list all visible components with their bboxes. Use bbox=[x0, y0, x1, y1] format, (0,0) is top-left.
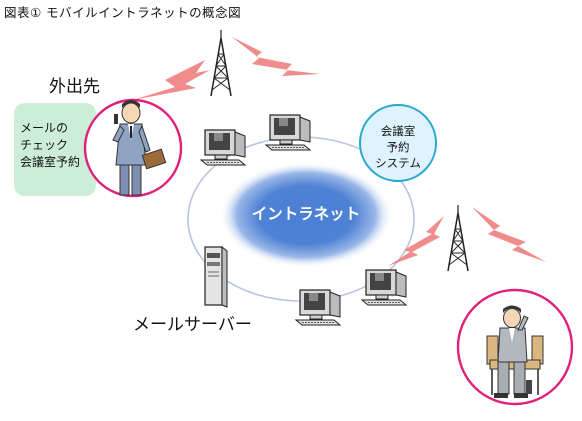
meeting-room-system-circle bbox=[359, 104, 437, 182]
speech-bubble-line: メールの bbox=[20, 121, 69, 135]
outside-location-label: 外出先 bbox=[49, 77, 100, 97]
signal-wave-lower-left bbox=[388, 216, 444, 266]
intranet-label: イントラネット bbox=[251, 205, 361, 223]
speech-bubble-text: メールの チェック 会議室予約 bbox=[20, 120, 80, 171]
antenna-tower-top bbox=[210, 29, 232, 97]
signal-wave-left bbox=[133, 60, 210, 100]
meeting-room-system-line: 会議室 bbox=[380, 124, 416, 138]
figure-caption: 図表① モバイルイントラネットの概念図 bbox=[4, 5, 242, 20]
computer-bottom-right bbox=[361, 269, 407, 306]
mail-server-icon bbox=[204, 245, 228, 308]
antenna-tower-right bbox=[447, 204, 469, 272]
speech-bubble-line: 会議室予約 bbox=[20, 155, 81, 169]
seated-businessman-figure bbox=[486, 305, 544, 398]
signal-wave-lower-right bbox=[472, 207, 546, 262]
mail-server-label: メールサーバー bbox=[133, 315, 252, 335]
computer-top-left bbox=[200, 129, 246, 166]
standing-businessman-figure bbox=[112, 100, 167, 196]
speech-bubble-line: チェック bbox=[20, 138, 69, 152]
computer-bottom bbox=[295, 289, 341, 326]
speech-bubble bbox=[14, 103, 113, 196]
signal-wave-right bbox=[232, 37, 320, 76]
meeting-room-system-line: システム bbox=[375, 156, 421, 170]
meeting-room-system-line: 予約 bbox=[386, 140, 410, 154]
computer-top bbox=[265, 114, 311, 151]
meeting-room-system-text: 会議室 予約 システム bbox=[364, 123, 432, 171]
intranet-cloud bbox=[219, 162, 393, 268]
